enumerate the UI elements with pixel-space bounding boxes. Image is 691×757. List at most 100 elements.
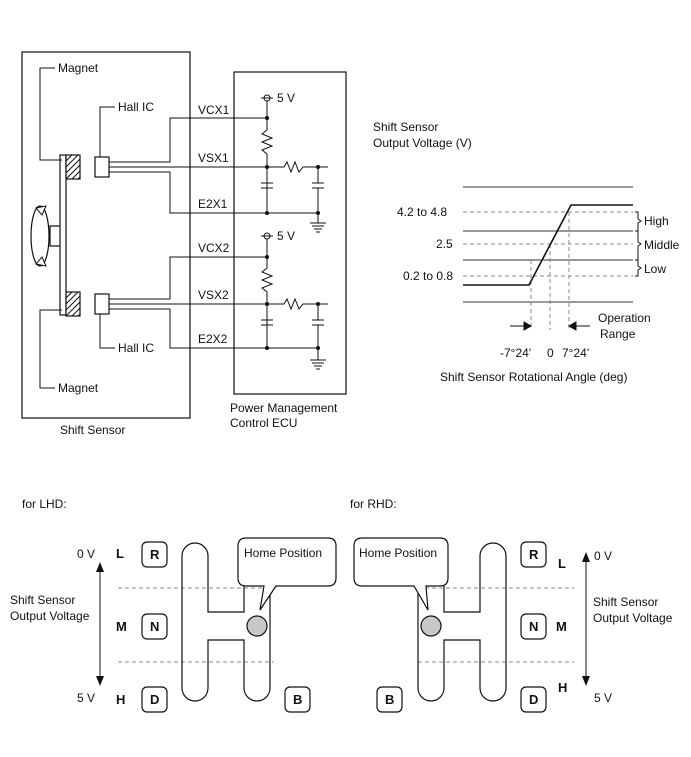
graph-zone-high: High [644,214,669,228]
graph-levels [463,211,633,330]
lhd-level-dividers [118,587,274,663]
graph-ylabel-line2: Output Voltage (V) [373,136,472,150]
ecu-title-line2: Control ECU [230,416,297,430]
terminal-labels: VCX1 VSX1 E2X1 VCX2 VSX2 E2X2 [198,103,230,346]
rhd-key-b [376,686,403,713]
shift-sensor-title: Shift Sensor [60,423,125,437]
lhd-key-n-label: N [150,619,159,634]
lhd-key-r [141,541,168,568]
rhd-key-r-label: R [529,547,539,562]
rhd-home-label: Home Position [359,546,437,560]
graph-xtick-neg: -7°24' [500,346,531,360]
lhd-home-knob [246,615,268,637]
rhd-pattern: for RHD: Home Position R N D B L M H 0 V… [350,497,673,713]
terminal-vsx2: VSX2 [198,288,229,302]
rhd-axis-line2: Output Voltage [593,611,673,625]
rhd-key-b-label: B [385,692,394,707]
sensor-wiring [109,117,234,349]
graph-xlabel: Shift Sensor Rotational Angle (deg) [440,370,627,384]
hall-bottom-label: Hall IC [118,341,154,355]
magnet-plate [59,154,67,316]
lhd-v-bottom: 5 V [77,691,95,705]
graph-xtick-pos: 7°24' [562,346,589,360]
lhd-home-label: Home Position [244,546,322,560]
ecu-circuit-2-dots [265,255,320,350]
terminal-vcx2: VCX2 [198,241,230,255]
lhd-home-callout [237,537,337,611]
lhd-axis-line1: Shift Sensor [10,593,75,607]
hall-bottom-leader [99,314,115,349]
lhd-level-l: L [116,546,124,561]
lhd-pattern: for LHD: Home Position 0 V 5 V Shift Sen… [10,497,337,713]
ecu-circuit-1-dots [265,116,320,215]
lhd-key-n [141,613,168,640]
graph-range-line2: Range [600,327,636,341]
magnet-top-label: Magnet [58,61,99,75]
magnet-bottom-label: Magnet [58,381,99,395]
ecu-block: Power Management Control ECU 5 V [230,71,347,430]
hall-top-label: Hall IC [118,100,154,114]
rhd-key-r [520,541,547,568]
graph-zone-braces [635,211,642,277]
lhd-shift-gate [181,542,271,702]
magnet-bottom-icon [65,291,81,317]
lhd-key-r-label: R [150,547,160,562]
terminal-vsx1: VSX1 [198,151,229,165]
rhd-home-knob [420,615,442,637]
lhd-level-m: M [116,619,127,634]
magnet-top-icon [65,154,81,180]
lhd-caption: for LHD: [22,497,67,511]
rhd-v-top: 0 V [594,549,612,563]
rhd-level-h: H [558,680,567,695]
rhd-caption: for RHD: [350,497,397,511]
terminal-e2x2: E2X2 [198,332,228,346]
lhd-v-top: 0 V [77,547,95,561]
hall-ic-top [94,156,110,178]
terminal-vcx1: VCX1 [198,103,230,117]
shaft-stub [49,225,60,247]
rhd-level-dividers [418,587,574,663]
rhd-key-n [520,613,547,640]
graph-bands [463,186,633,303]
voltage-graph: Shift Sensor Output Voltage (V) 4.2 to 4… [373,120,680,384]
rhd-level-m: M [556,619,567,634]
graph-zone-low: Low [644,262,666,276]
ecu-box [233,71,347,395]
lhd-key-b [284,686,311,713]
graph-range-line1: Operation [598,311,651,325]
lhd-axis-line2: Output Voltage [10,609,90,623]
ecu-supply-2: 5 V [277,229,295,243]
lhd-level-h: H [116,692,125,707]
hall-top-leader [99,106,115,157]
rhd-axis-line1: Shift Sensor [593,595,658,609]
ecu-circuit-1 [234,94,328,233]
rhd-v-bottom: 5 V [594,691,612,705]
graph-ytick-mid: 2.5 [436,237,453,251]
rhd-home-callout [353,537,449,611]
lhd-key-d-label: D [150,692,159,707]
shift-sensor-box [21,51,191,419]
ecu-title-line1: Power Management [230,401,338,415]
rhd-key-d [520,686,547,713]
lhd-key-d [141,686,168,713]
lhd-key-b-label: B [293,692,302,707]
terminal-e2x1: E2X1 [198,197,228,211]
magnet-bottom-leader [39,309,62,389]
graph-zone-middle: Middle [644,238,680,252]
magnet-top-leader [39,67,62,161]
ecu-circuit-2 [234,232,328,370]
operation-range-arrows [510,321,590,331]
ecu-supply-1: 5 V [277,91,295,105]
graph-ytick-low: 0.2 to 0.8 [403,269,453,283]
rhd-key-n-label: N [529,619,538,634]
rotation-arrow-icon [30,205,50,267]
rhd-key-d-label: D [529,692,538,707]
graph-xtick-zero: 0 [547,346,554,360]
rhd-level-l: L [558,556,566,571]
graph-ylabel-line1: Shift Sensor [373,120,438,134]
graph-output-curve [463,204,633,286]
graph-ytick-high: 4.2 to 4.8 [397,205,447,219]
hall-ic-bottom [94,293,110,315]
shift-sensor-block: Shift Sensor Magnet Magnet Hall IC [21,51,191,437]
